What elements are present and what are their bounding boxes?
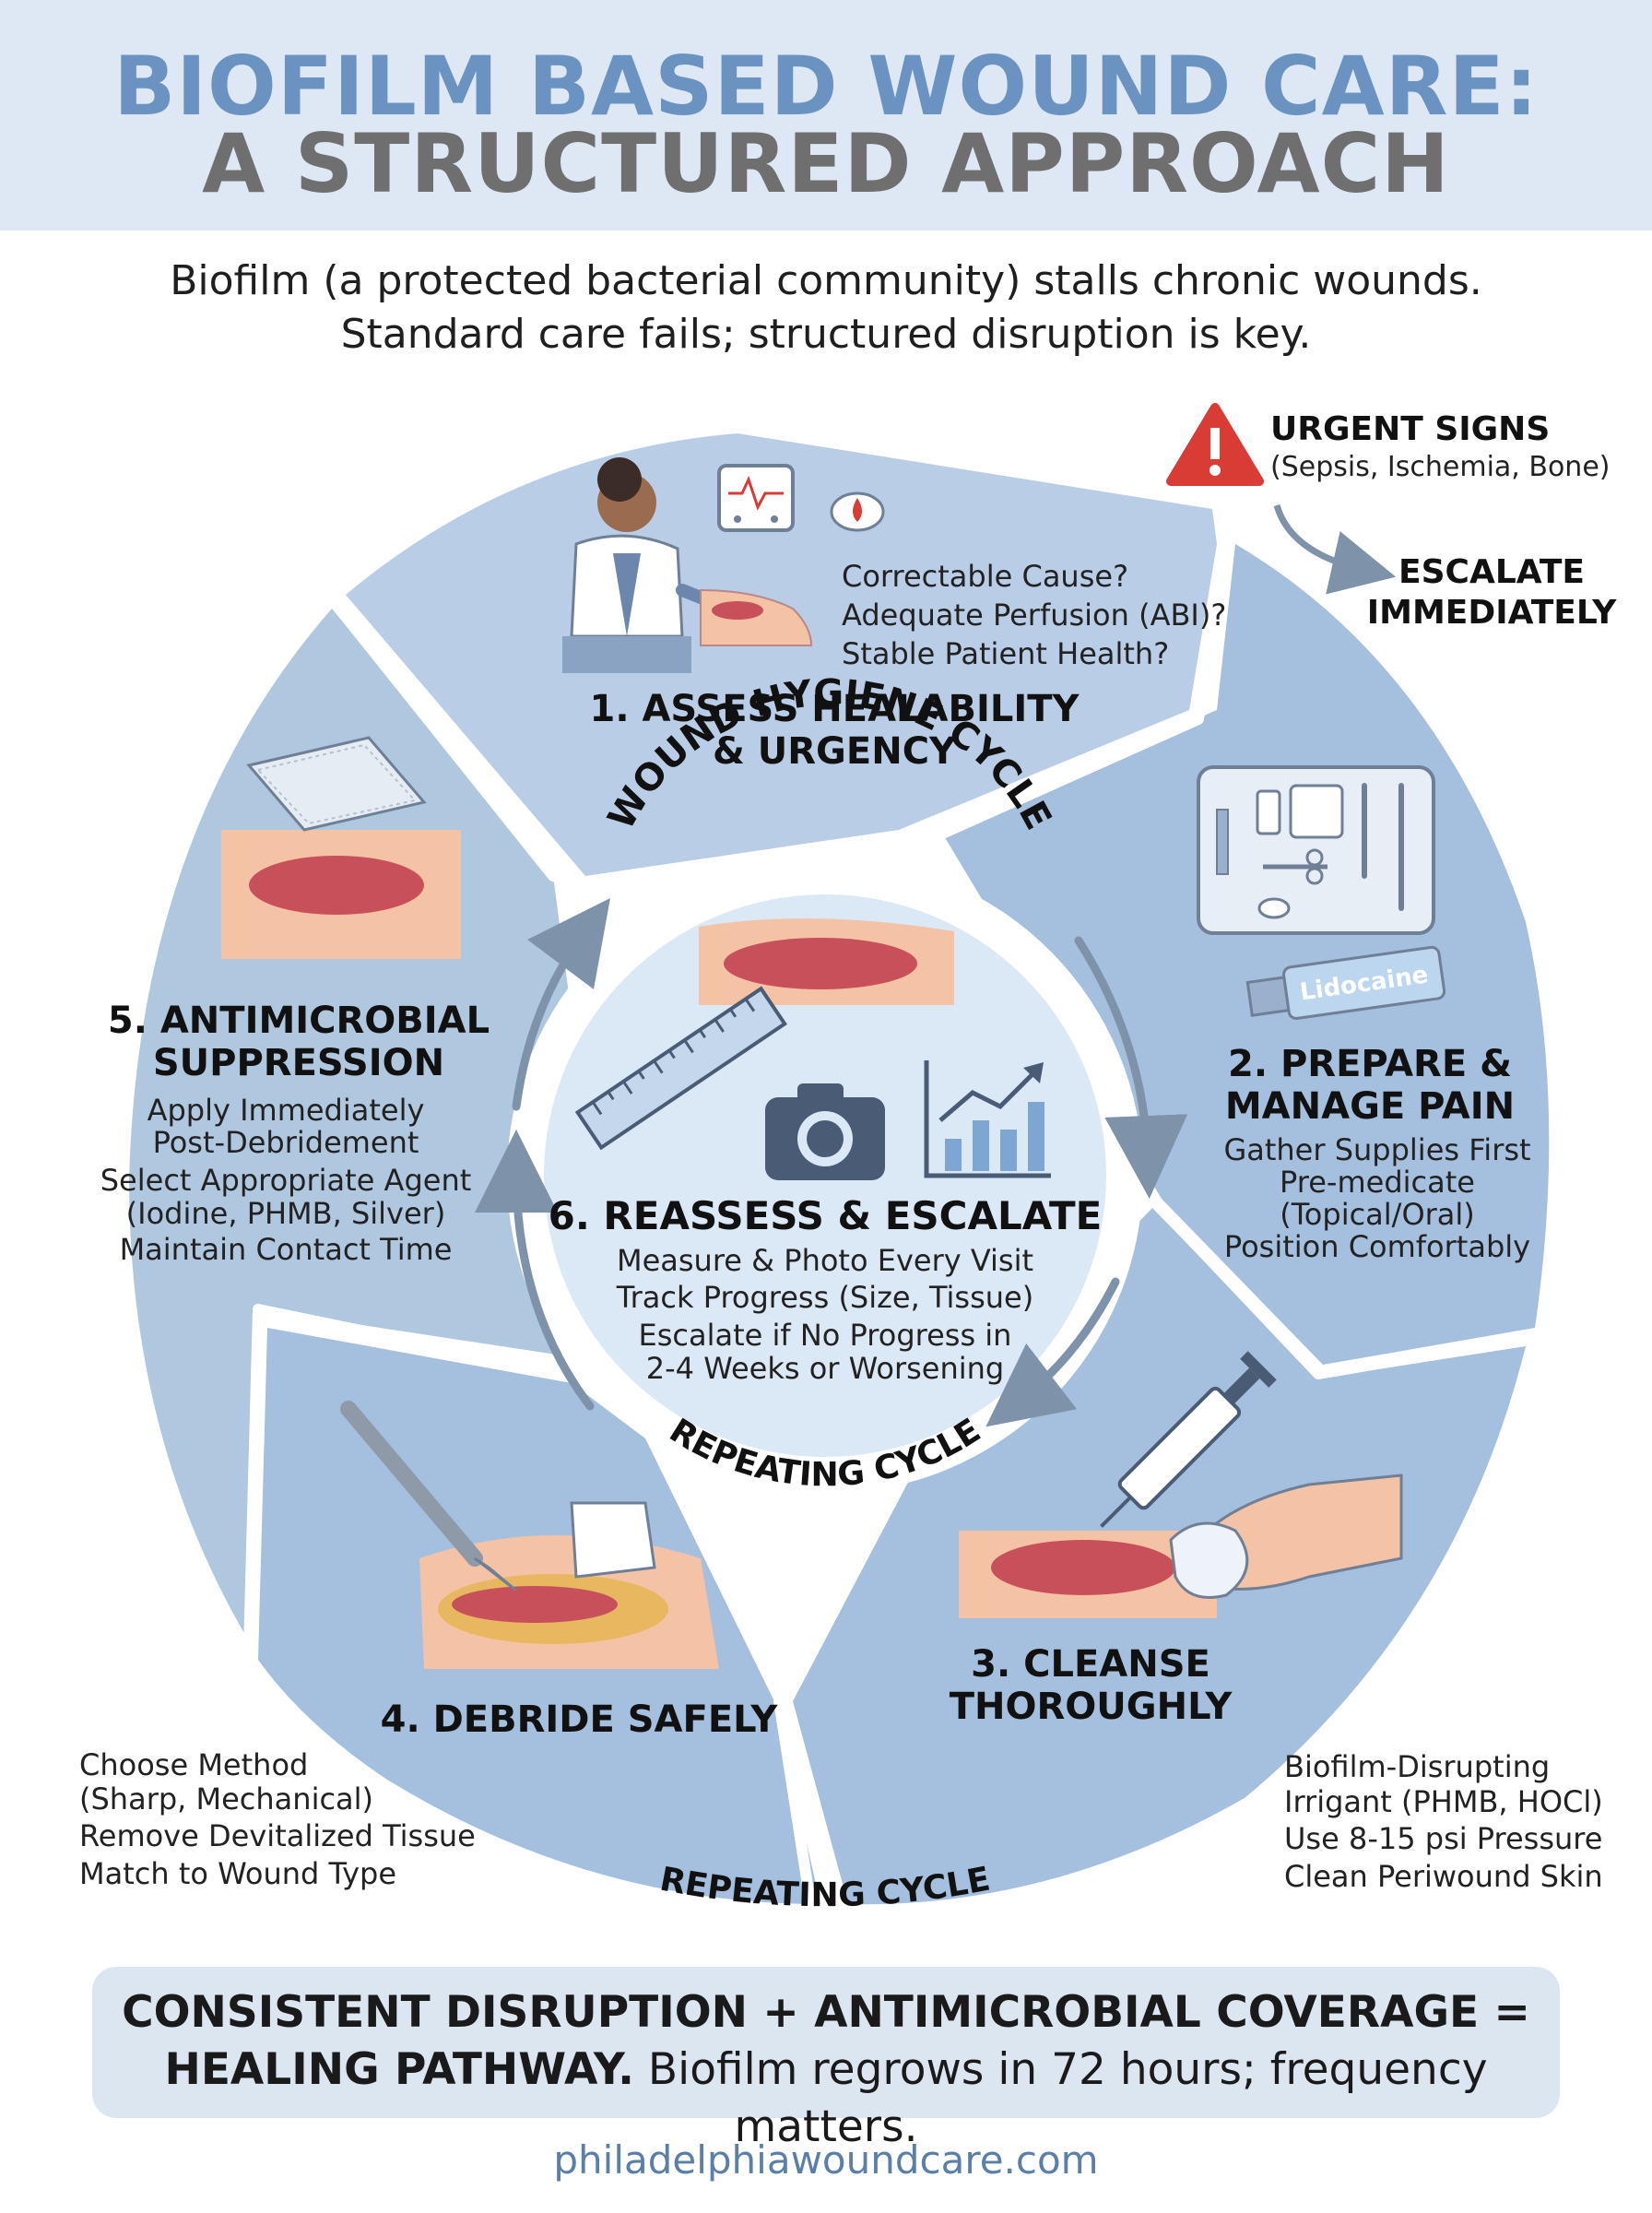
summary-bold-line2: HEALING PATHWAY. — [164, 2044, 634, 2095]
assess-title-line1: 1. ASSESS HEALABILITY — [590, 688, 1080, 730]
antimicrobial-point-4: (Iodine, PHMB, Silver) — [126, 1196, 446, 1231]
reassess-title: 6. REASSESS & ESCALATE — [549, 1193, 1103, 1238]
debride-point-4: Match to Wound Type — [79, 1856, 396, 1891]
urgent-signs-subtitle: (Sepsis, Ischemia, Bone) — [1270, 451, 1610, 483]
debride-point-3: Remove Devitalized Tissue — [79, 1818, 476, 1853]
antimicrobial-title-line2: SUPPRESSION — [153, 1042, 444, 1084]
cycle-arrow-left-bottom — [475, 1130, 595, 1411]
debride-title: 4. DEBRIDE SAFELY — [381, 1698, 779, 1741]
chart-icon — [924, 1060, 1051, 1178]
escalate-line2: IMMEDIATELY — [1367, 594, 1617, 632]
ruler-icon — [574, 986, 788, 1151]
antimicrobial-point-5: Maintain Contact Time — [120, 1232, 453, 1267]
cleanse-title-line2: THOROUGHLY — [950, 1686, 1233, 1728]
cycle-arrow-right-bottom — [985, 1277, 1120, 1427]
prepare-title-line1: 2. PREPARE & — [1228, 1043, 1512, 1085]
wound-icon — [724, 938, 917, 989]
gauze-pad-icon — [570, 1501, 656, 1579]
segment-dividers — [243, 534, 1537, 1910]
debride-illustration — [340, 1401, 719, 1669]
reassess-point-1: Measure & Photo Every Visit — [617, 1243, 1033, 1278]
summary-bold-line1: CONSISTENT DISRUPTION + ANTIMICROBIAL CO… — [122, 1987, 1530, 2038]
antimicrobial-illustration — [221, 736, 461, 959]
intro-line1: Biofilm (a protected bacterial community… — [170, 257, 1482, 304]
website-url: philadelphiawoundcare.com — [553, 2137, 1099, 2183]
wound-icon — [991, 1540, 1175, 1595]
blood-drop-icon — [830, 491, 885, 532]
assess-point-1: Correctable Cause? — [842, 559, 1128, 594]
intro-line2: Standard care fails; structured disrupti… — [340, 311, 1312, 358]
syringe-icon — [1100, 1351, 1277, 1528]
prepare-point-4: Position Comfortably — [1224, 1229, 1530, 1264]
escalate-arrow — [1273, 503, 1397, 595]
prepare-point-3: (Topical/Oral) — [1280, 1197, 1475, 1232]
leg-wound-icon — [712, 601, 763, 620]
header-banner — [0, 0, 1652, 231]
escalate-line1: ESCALATE — [1398, 553, 1585, 591]
camera-icon — [765, 1083, 885, 1180]
prepare-point-2: Pre-medicate — [1280, 1165, 1475, 1200]
prepare-title-line2: MANAGE PAIN — [1225, 1085, 1515, 1128]
segment-assess — [346, 433, 1217, 876]
cycle-arrow-right-top — [1074, 936, 1188, 1199]
outer-repeating-cycle-label: REPEATING CYCLE — [657, 1861, 994, 1915]
warning-icon — [1166, 403, 1264, 486]
segment-prepare — [940, 544, 1550, 1365]
lidocaine-tube-icon: Lidocaine — [1245, 945, 1446, 1020]
debride-point-1: Choose Method — [79, 1747, 308, 1782]
reassess-illustration — [574, 918, 1051, 1180]
cleanse-point-1: Biofilm-Disrupting — [1284, 1749, 1550, 1784]
reassess-point-3: Escalate if No Progress in — [639, 1318, 1012, 1353]
cleanse-point-3: Use 8-15 psi Pressure — [1284, 1821, 1602, 1856]
assess-title-line2: & URGENCY — [713, 730, 957, 773]
antimicrobial-point-2: Post-Debridement — [153, 1125, 419, 1160]
foam-dressing-icon — [246, 736, 427, 832]
page-title-line1: BIOFILM BASED WOUND CARE: — [113, 39, 1539, 134]
assess-illustration — [562, 457, 885, 673]
reassess-point-2: Track Progress (Size, Tissue) — [616, 1280, 1033, 1315]
urgent-signs-title: URGENT SIGNS — [1270, 410, 1550, 448]
wound-icon — [249, 856, 424, 915]
summary-box — [92, 1967, 1560, 2118]
page-title-line2: A STRUCTURED APPROACH — [202, 116, 1450, 211]
cleanse-point-2: Irrigant (PHMB, HOCl) — [1284, 1784, 1603, 1819]
cleanse-point-4: Clean Periwound Skin — [1284, 1859, 1603, 1894]
cleanse-illustration — [959, 1351, 1403, 1618]
summary-rest: Biofilm regrows in 72 hours; frequency m… — [633, 2044, 1488, 2152]
monitor-icon — [717, 464, 795, 532]
antimicrobial-point-3: Select Appropriate Agent — [100, 1163, 472, 1198]
summary-text: CONSISTENT DISRUPTION + ANTIMICROBIAL CO… — [92, 1984, 1560, 2156]
intro-text: Biofilm (a protected bacterial community… — [0, 254, 1652, 361]
cycle-arrow-left-top — [512, 897, 610, 1111]
assess-point-2: Adequate Perfusion (ABI)? — [842, 598, 1226, 633]
cycle-arrows — [475, 897, 1188, 1427]
antimicrobial-point-1: Apply Immediately — [148, 1093, 425, 1128]
cleanse-title-line1: 3. CLEANSE — [971, 1643, 1210, 1686]
instrument-tray-icon — [1197, 765, 1435, 935]
urgent-signs: URGENT SIGNS (Sepsis, Ischemia, Bone) ES… — [1166, 403, 1617, 632]
reassess-point-4: 2-4 Weeks or Worsening — [646, 1351, 1004, 1386]
debride-point-2: (Sharp, Mechanical) — [79, 1781, 373, 1817]
antimicrobial-title-line1: 5. ANTIMICROBIAL — [108, 1000, 490, 1042]
assess-point-3: Stable Patient Health? — [842, 636, 1169, 671]
scalpel-icon — [340, 1401, 517, 1592]
hand-gauze-icon — [1169, 1473, 1403, 1599]
prepare-point-1: Gather Supplies First — [1223, 1132, 1530, 1167]
